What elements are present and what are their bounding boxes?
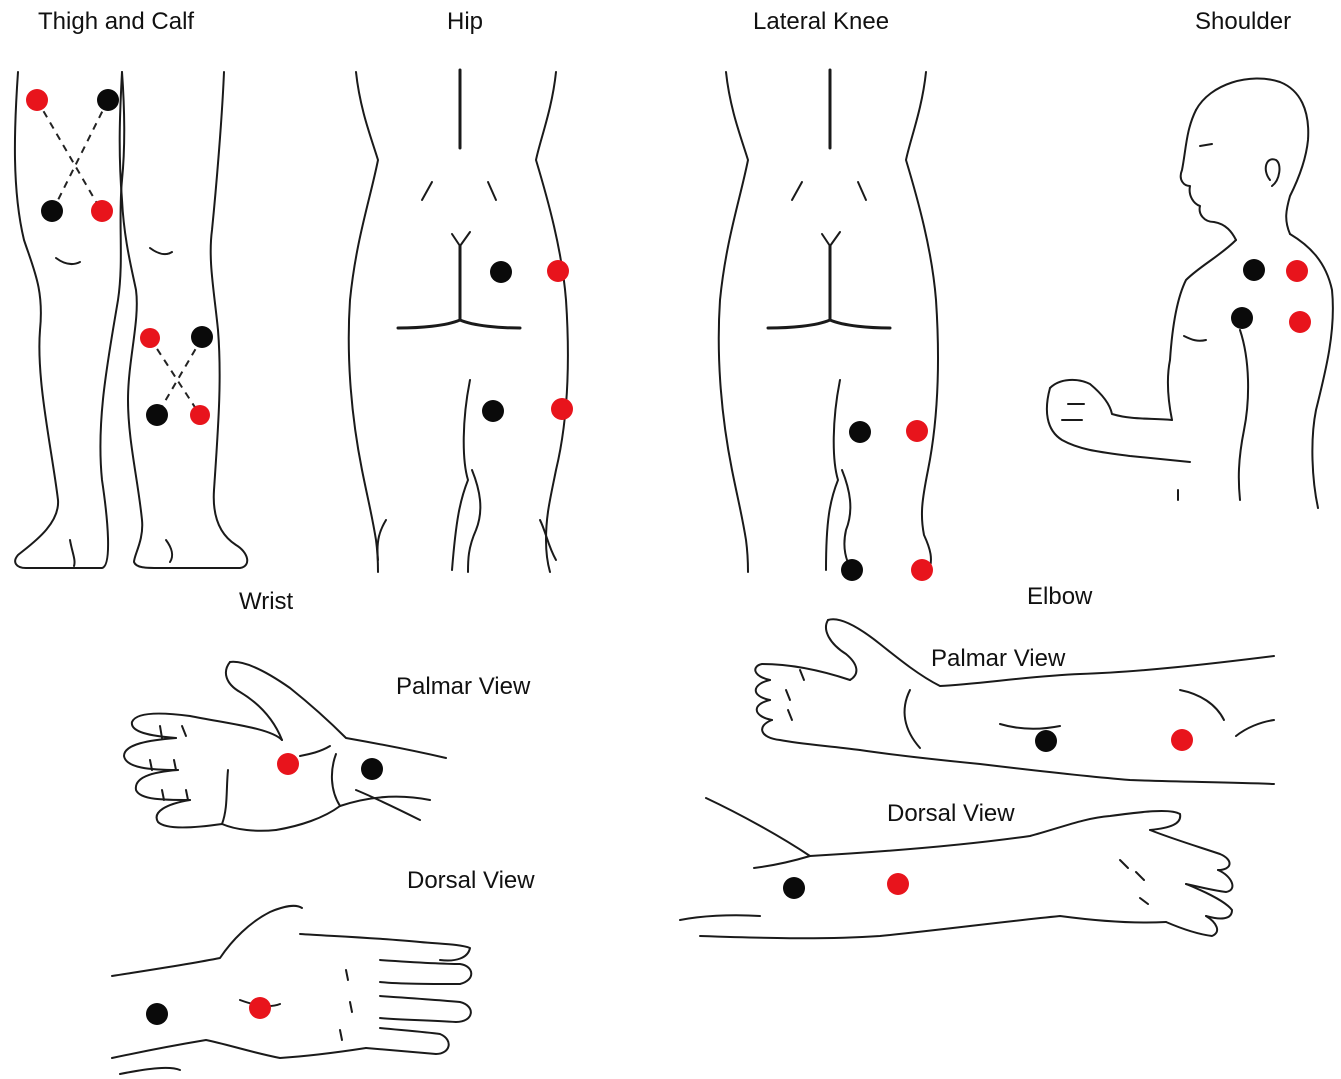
thigh-upper-red-electrode: [26, 89, 48, 111]
elbow-palmar-black-electrode: [1035, 730, 1057, 752]
knee-lower-red-electrode: [911, 559, 933, 581]
thigh-calf-figure: [15, 72, 247, 568]
wrist-palmar-red-electrode: [277, 753, 299, 775]
calf-upper-black-electrode: [191, 326, 213, 348]
knee-upper-black-electrode: [849, 421, 871, 443]
hip-upper-red-electrode: [547, 260, 569, 282]
hip-lower-red-electrode: [551, 398, 573, 420]
hip-lower-black-electrode: [482, 400, 504, 422]
elbow-dorsal-red-electrode: [887, 873, 909, 895]
shoulder-lower-black-electrode: [1231, 307, 1253, 329]
wrist-dorsal-red-electrode: [249, 997, 271, 1019]
shoulder-lower-red-electrode: [1289, 311, 1311, 333]
elbow-palmar-figure: [755, 619, 1274, 784]
shoulder-upper-red-electrode: [1286, 260, 1308, 282]
shoulder-upper-black-electrode: [1243, 259, 1265, 281]
wrist-palmar-black-electrode: [361, 758, 383, 780]
thigh-lower-black-electrode: [41, 200, 63, 222]
knee-upper-red-electrode: [906, 420, 928, 442]
hip-upper-black-electrode: [490, 261, 512, 283]
hip-figure: [349, 70, 573, 572]
elbow-palmar-red-electrode: [1171, 729, 1193, 751]
thigh-lower-red-electrode: [91, 200, 113, 222]
elbow-dorsal-black-electrode: [783, 877, 805, 899]
wrist-dorsal-black-electrode: [146, 1003, 168, 1025]
wrist-palmar-figure: [124, 662, 446, 831]
calf-lower-red-electrode: [190, 405, 210, 425]
thigh-upper-black-electrode: [97, 89, 119, 111]
shoulder-figure: [1047, 78, 1333, 508]
knee-lower-black-electrode: [841, 559, 863, 581]
calf-lower-black-electrode: [146, 404, 168, 426]
elbow-dorsal-figure: [680, 798, 1232, 938]
wrist-dorsal-figure: [112, 906, 471, 1074]
calf-upper-red-electrode: [140, 328, 160, 348]
lateral-knee-figure: [719, 70, 938, 581]
